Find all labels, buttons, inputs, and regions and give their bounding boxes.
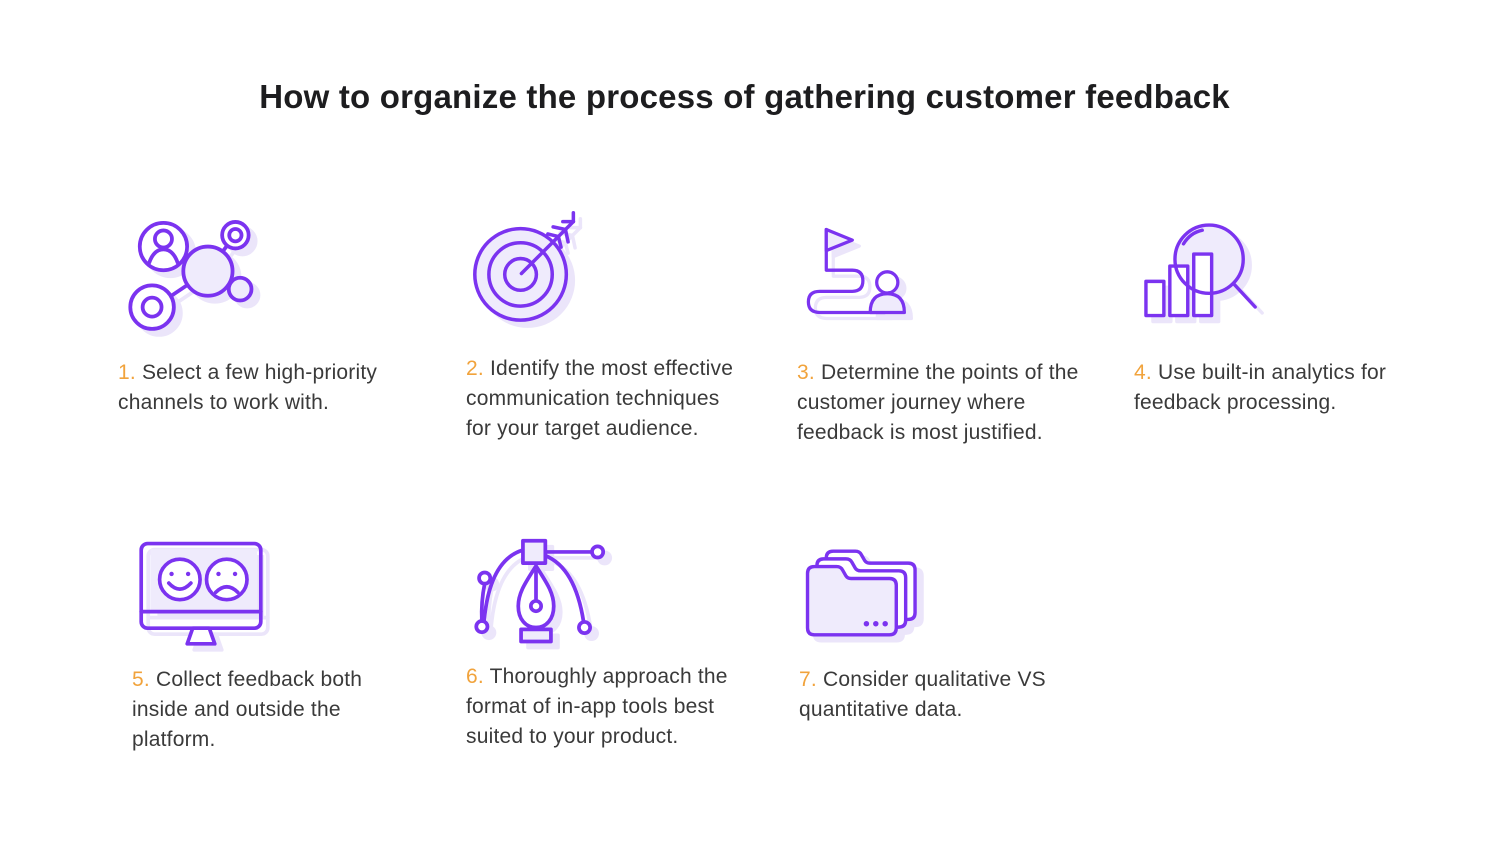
step-description: Consider qualitative VS quantitative dat… <box>799 668 1046 721</box>
step-text: 3. Determine the points of the customer … <box>797 358 1087 448</box>
step-text: 2. Identify the most effective communica… <box>466 354 736 444</box>
monitor-feedback-faces-icon <box>132 535 382 665</box>
page-title: How to organize the process of gathering… <box>259 78 1230 115</box>
step-description: Use built-in analytics for feedback proc… <box>1134 361 1387 414</box>
target-arrow-icon <box>466 208 736 354</box>
step-text: 5. Collect feedback both inside and outs… <box>132 665 382 755</box>
target-arrow-icon <box>473 211 576 322</box>
network-channels-icon <box>118 212 410 358</box>
step-description: Select a few high-priority channels to w… <box>118 361 378 414</box>
pen-tool-icon <box>466 532 751 662</box>
step-number: 1. <box>118 361 136 384</box>
folders-icon <box>805 549 917 637</box>
step-item-2: 2. Identify the most effective communica… <box>466 208 736 444</box>
step-number: 7. <box>799 668 817 691</box>
analytics-magnifier-icon <box>1134 212 1404 358</box>
monitor-feedback-faces-icon <box>139 541 263 646</box>
step-number: 4. <box>1134 361 1152 384</box>
step-number: 3. <box>797 361 815 384</box>
pen-tool-icon <box>474 538 606 644</box>
step-item-1: 1. Select a few high-priority channels t… <box>118 212 410 418</box>
step-number: 5. <box>132 668 150 691</box>
step-item-3: 3. Determine the points of the customer … <box>797 212 1087 448</box>
step-text: 4. Use built-in analytics for feedback p… <box>1134 358 1404 418</box>
step-text: 1. Select a few high-priority channels t… <box>118 358 410 418</box>
step-description: Collect feedback both inside and outside… <box>132 668 363 751</box>
step-item-5: 5. Collect feedback both inside and outs… <box>132 535 382 755</box>
folders-icon <box>799 535 1049 665</box>
step-text: 7. Consider qualitative VS quantitative … <box>799 665 1049 725</box>
step-number: 6. <box>466 665 484 688</box>
step-number: 2. <box>466 357 484 380</box>
step-text: 6. Thoroughly approach the format of in-… <box>466 662 751 752</box>
step-description: Thoroughly approach the format of in-app… <box>466 665 728 748</box>
network-channels-icon <box>128 220 254 331</box>
journey-flag-icon <box>806 227 906 315</box>
journey-flag-icon <box>797 212 1087 358</box>
step-item-4: 4. Use built-in analytics for feedback p… <box>1134 212 1404 418</box>
step-description: Identify the most effective communicatio… <box>466 357 734 440</box>
step-item-7: 7. Consider qualitative VS quantitative … <box>799 535 1049 725</box>
step-description: Determine the points of the customer jou… <box>797 361 1079 444</box>
step-item-6: 6. Thoroughly approach the format of in-… <box>466 532 751 752</box>
analytics-magnifier-icon <box>1144 223 1257 318</box>
